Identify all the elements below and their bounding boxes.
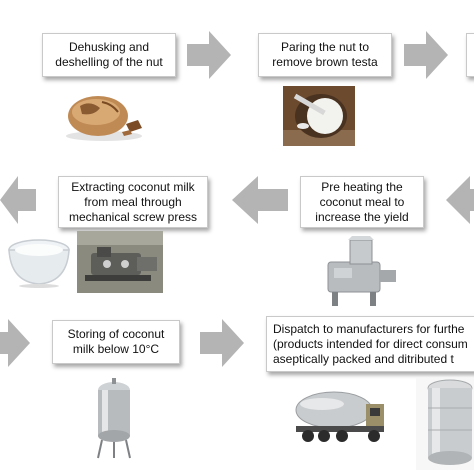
- tin-can-icon: [416, 378, 474, 470]
- step-storing: Storing of coconut milk below 10°C: [52, 320, 180, 364]
- step-next-clipped: [466, 33, 474, 77]
- step-dehusking: Dehusking and deshelling of the nut: [42, 33, 176, 77]
- pared-coconut-icon: [283, 86, 355, 146]
- step-extracting: Extracting coconut milk from meal throug…: [58, 176, 208, 228]
- step-preheating: Pre heating the coconut meal to increase…: [300, 176, 424, 228]
- step-paring: Paring the nut to remove brown testa: [258, 33, 392, 77]
- screw-press-icon: [77, 231, 163, 293]
- preheating-machine-icon: [327, 236, 396, 306]
- tanker-truck-icon: [295, 391, 384, 442]
- arrow-left-icon: [232, 176, 288, 224]
- step-dispatch: Dispatch to manufacturers for furthe (pr…: [266, 316, 474, 372]
- arrow-left-icon: [0, 176, 36, 224]
- arrow-right-icon: [0, 319, 30, 367]
- arrow-right-icon: [200, 319, 244, 367]
- arrow-right-icon: [404, 31, 448, 79]
- dehusked-coconut-icon: [66, 96, 142, 141]
- milk-bowl-icon: [8, 239, 70, 288]
- storage-tank-icon: [97, 378, 131, 459]
- arrow-right-icon: [187, 31, 231, 79]
- arrow-left-icon: [446, 176, 474, 224]
